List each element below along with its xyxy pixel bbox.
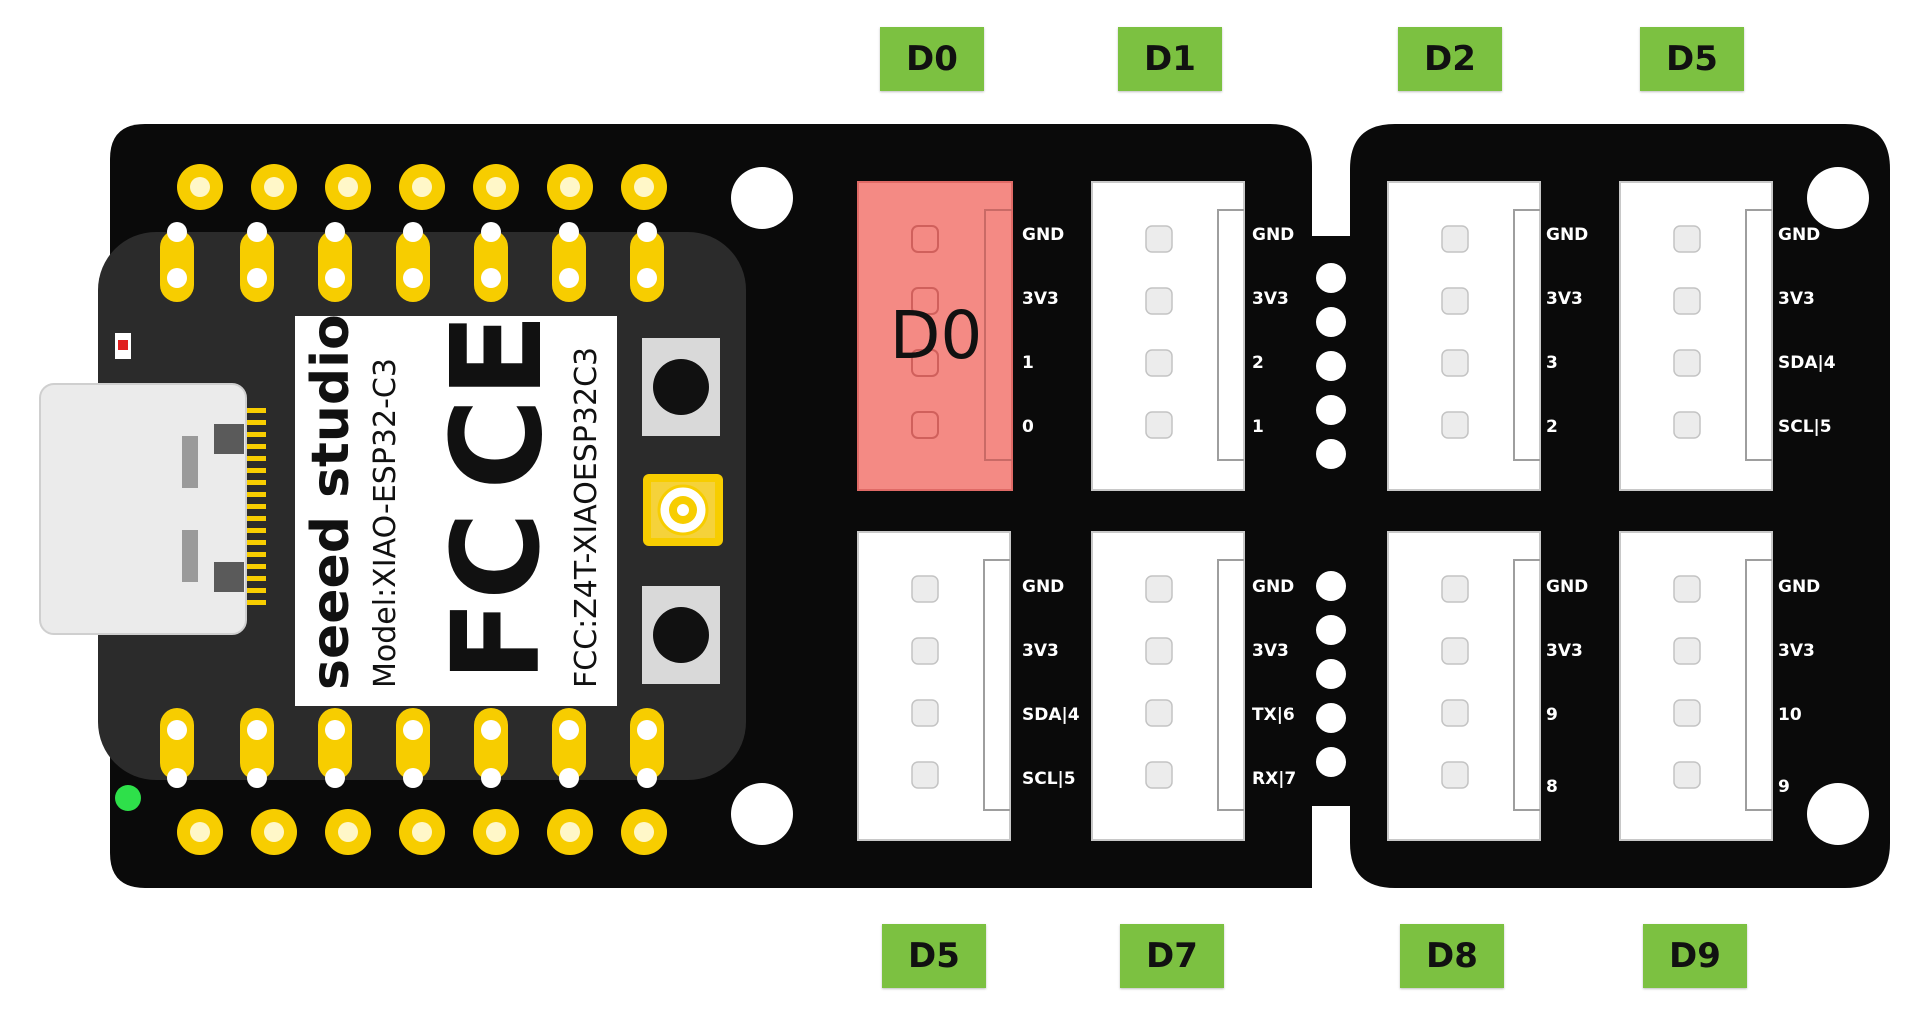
grove-connector-bottom-4 <box>1619 531 1773 841</box>
top-header-pads <box>177 164 667 210</box>
pin-label: GND <box>1546 225 1588 245</box>
pin-labels-bottom-1: GND 3V3 SDA|4 SCL|5 <box>1022 577 1080 789</box>
port-label-bottom-2: D7 <box>1120 924 1224 988</box>
pin-labels-bottom-3: GND 3V3 9 8 <box>1546 577 1588 797</box>
pin-label: RX|7 <box>1252 769 1296 789</box>
pin-label: 3V3 <box>1778 641 1815 661</box>
pin-label: GND <box>1778 225 1820 245</box>
grove-connector-bottom-2 <box>1091 531 1245 841</box>
boot-button <box>642 586 720 684</box>
pin-label: 9 <box>1778 777 1790 797</box>
pin-label: 1 <box>1022 353 1034 373</box>
pin-label: SCL|5 <box>1778 417 1832 437</box>
brand-text: seeed studio <box>301 314 361 690</box>
grove-connector-bottom-1 <box>857 531 1011 841</box>
highlight-label: D0 <box>890 297 983 374</box>
pin-label: 2 <box>1252 353 1264 373</box>
port-label-bottom-3: D8 <box>1400 924 1504 988</box>
certification-sticker: seeed studio Model:XIAO-ESP32-C3 FC CE F… <box>295 313 617 706</box>
pin-label: SDA|4 <box>1022 705 1080 725</box>
port-label-top-2: D1 <box>1118 27 1222 91</box>
pin-label: 3V3 <box>1252 641 1289 661</box>
antenna-connector <box>643 474 723 546</box>
pin-labels-top-3: GND 3V3 3 2 <box>1546 225 1588 437</box>
pin-label: 3V3 <box>1252 289 1289 309</box>
fcc-logo: FC <box>428 512 567 682</box>
pin-label: GND <box>1546 577 1588 597</box>
bridge-pads <box>1316 263 1346 777</box>
pin-label: SDA|4 <box>1778 353 1836 373</box>
pin-label: 2 <box>1546 417 1558 437</box>
grove-connector-bottom-3 <box>1387 531 1541 841</box>
pin-label: GND <box>1022 225 1064 245</box>
pin-label: 3V3 <box>1022 641 1059 661</box>
port-label-top-4: D5 <box>1640 27 1744 91</box>
port-label-top-1: D0 <box>880 27 984 91</box>
bottom-header-pads <box>177 809 667 855</box>
usb-c-connector <box>39 383 266 635</box>
pin-label: TX|6 <box>1252 705 1295 725</box>
grove-connector-top-3 <box>1387 181 1541 491</box>
model-text: Model:XIAO-ESP32-C3 <box>368 358 403 688</box>
grove-connector-top-1: D0 <box>857 181 1013 491</box>
pin-label: 1 <box>1252 417 1264 437</box>
pin-labels-bottom-2: GND 3V3 TX|6 RX|7 <box>1252 577 1296 789</box>
pin-labels-top-1: GND 3V3 1 0 <box>1022 225 1064 437</box>
pin-labels-bottom-4: GND 3V3 10 9 <box>1778 577 1820 797</box>
pin-label: 10 <box>1778 705 1802 725</box>
port-label-top-3: D2 <box>1398 27 1502 91</box>
pin-label: 8 <box>1546 777 1558 797</box>
mounting-holes <box>731 167 1869 845</box>
pin-label: GND <box>1022 577 1064 597</box>
ce-mark: CE <box>425 313 570 490</box>
pin-label: 9 <box>1546 705 1558 725</box>
pin-label: GND <box>1252 577 1294 597</box>
pin-label: 0 <box>1022 417 1034 437</box>
pin-label: 3V3 <box>1546 641 1583 661</box>
port-label-bottom-4: D9 <box>1643 924 1747 988</box>
grove-connector-top-4 <box>1619 181 1773 491</box>
pin-label: GND <box>1252 225 1294 245</box>
fcc-id-text: FCC:Z4T-XIAOESP32C3 <box>569 347 604 688</box>
pin-label: 3V3 <box>1022 289 1059 309</box>
pin-label: 3V3 <box>1546 289 1583 309</box>
pin-label: SCL|5 <box>1022 769 1076 789</box>
port-label-bottom-1: D5 <box>882 924 986 988</box>
grove-connector-top-2 <box>1091 181 1245 491</box>
pin-label: GND <box>1778 577 1820 597</box>
pin-labels-top-2: GND 3V3 2 1 <box>1252 225 1294 437</box>
reset-button <box>642 338 720 436</box>
pin-label: 3 <box>1546 353 1558 373</box>
module-pads-top <box>160 222 664 302</box>
pin-label: 3V3 <box>1778 289 1815 309</box>
status-led-green <box>115 785 141 811</box>
module-pads-bottom <box>160 708 664 788</box>
pin-labels-top-4: GND 3V3 SDA|4 SCL|5 <box>1778 225 1836 437</box>
charge-led-red <box>115 333 131 359</box>
